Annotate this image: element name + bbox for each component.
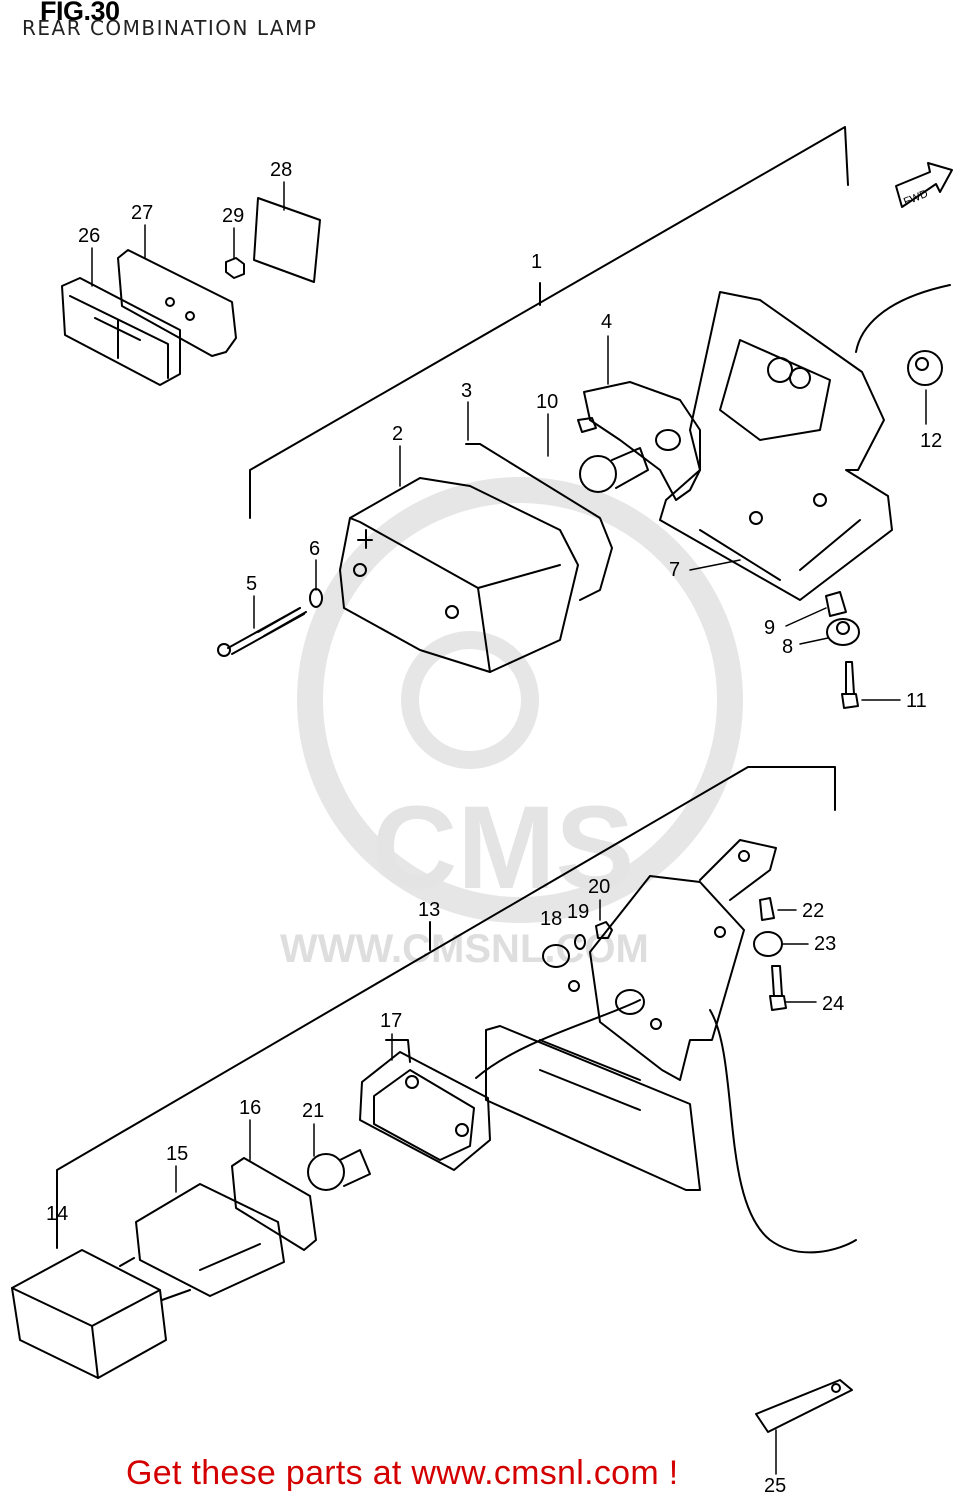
part-29-nut — [225, 257, 245, 279]
figure-subtitle: REAR COMBINATION LAMP — [22, 16, 318, 40]
watermark: CMS WWW.CMSNL.COM — [280, 477, 743, 971]
part-28-reflector — [253, 197, 321, 283]
part-22-collar — [759, 897, 775, 921]
part-20-nut — [595, 921, 613, 939]
assembly-13-bracket — [56, 766, 836, 1249]
fwd-label: FWD — [902, 188, 930, 209]
callout-24: 24 — [822, 993, 844, 1015]
callouts: 1 2 3 4 5 6 7 8 9 10 11 12 13 14 15 16 1… — [46, 159, 942, 1497]
footer-link[interactable]: Get these parts at www.cmsnl.com ! — [126, 1454, 679, 1492]
callout-28: 28 — [270, 159, 292, 181]
part-16-gasket — [231, 1157, 317, 1251]
callout-15: 15 — [166, 1143, 188, 1165]
watermark-url: WWW.CMSNL.COM — [280, 927, 649, 971]
part-3-gasket — [465, 443, 613, 601]
callout-22: 22 — [802, 900, 824, 922]
part-2-lens-housing — [339, 477, 579, 673]
part-10-bulb — [579, 447, 649, 493]
leader-lines — [91, 181, 927, 1475]
callout-19: 19 — [567, 901, 589, 923]
part-26-lens — [61, 277, 181, 386]
callout-21: 21 — [302, 1100, 324, 1122]
figure-title: FIG.30 — [40, 0, 120, 26]
part-19-washer — [574, 934, 586, 950]
callout-27: 27 — [131, 202, 153, 224]
part-9-collar — [825, 591, 847, 617]
part-27-gasket — [117, 249, 237, 357]
callout-10: 10 — [536, 391, 558, 413]
callout-23: 23 — [814, 933, 836, 955]
part-15-reflector — [135, 1183, 285, 1297]
callout-20: 20 — [588, 876, 610, 898]
watermark-brand: CMS — [372, 782, 634, 914]
callout-29: 29 — [222, 205, 244, 227]
part-7-base-housing — [659, 284, 951, 601]
callout-11: 11 — [906, 690, 927, 712]
callout-26: 26 — [78, 225, 100, 247]
callout-9: 9 — [764, 617, 775, 639]
callout-7: 7 — [669, 559, 680, 581]
callout-5: 5 — [246, 573, 257, 595]
part-24-screw — [769, 965, 787, 1011]
part-6-washer — [309, 588, 323, 608]
callout-4: 4 — [601, 311, 612, 333]
part-25-clamp — [755, 1379, 853, 1433]
callout-13: 13 — [418, 899, 440, 921]
callout-2: 2 — [392, 423, 403, 445]
callout-3: 3 — [461, 380, 472, 402]
part-4-socket-plate — [577, 381, 701, 501]
part-14-lens — [11, 1249, 191, 1379]
callout-25: 25 — [764, 1475, 786, 1497]
part-18-nut — [542, 944, 570, 968]
part-21-bulb — [307, 1149, 371, 1191]
part-23-cushion — [753, 931, 783, 957]
callout-18: 18 — [540, 908, 562, 930]
fwd-arrow-icon — [895, 162, 953, 208]
part-5-bolt — [217, 607, 307, 657]
assembly-1-bracket — [249, 126, 849, 519]
callout-1: 1 — [531, 251, 542, 273]
part-8-cushion — [826, 618, 860, 646]
callout-12: 12 — [920, 430, 942, 452]
callout-16: 16 — [239, 1097, 261, 1119]
callout-17: 17 — [380, 1010, 402, 1032]
part-17-socket-housing — [359, 1039, 491, 1171]
part-12-grommet — [907, 350, 943, 386]
part-11-screw — [841, 661, 859, 709]
part-13-bracket-plate — [475, 839, 857, 1254]
callout-14: 14 — [46, 1203, 68, 1225]
callout-8: 8 — [782, 636, 793, 658]
callout-6: 6 — [309, 538, 320, 560]
